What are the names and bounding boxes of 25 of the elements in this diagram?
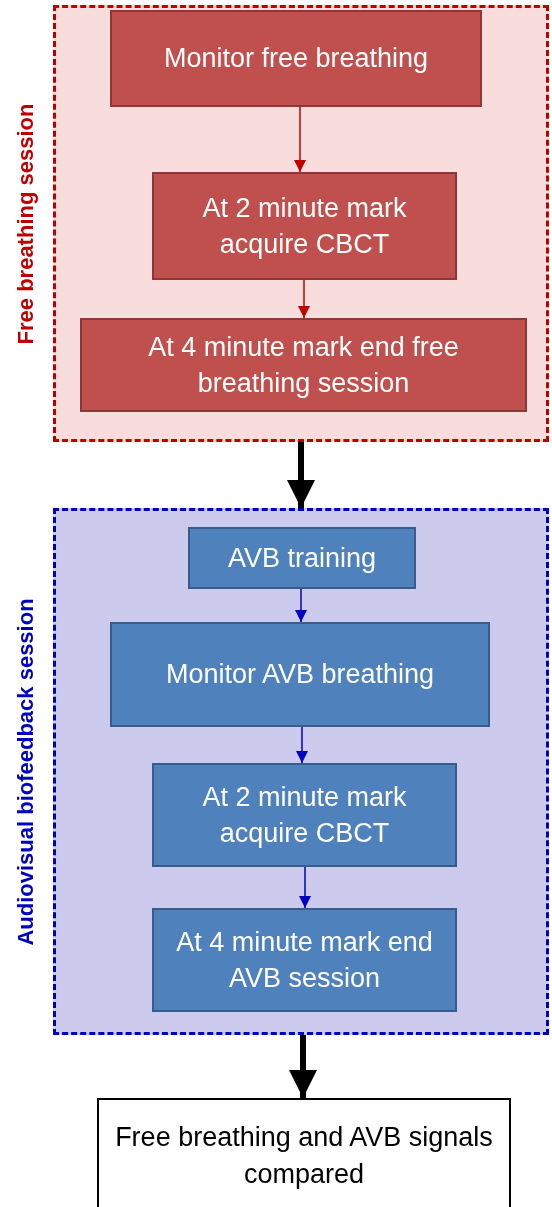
step-text: Free breathing and AVB signals compared [114, 1121, 494, 1191]
arrow [289, 1035, 317, 1098]
step-text: AVB training [226, 541, 378, 575]
process-box [152, 172, 457, 280]
process-box [80, 318, 527, 412]
process-box [110, 10, 482, 107]
arrow [299, 866, 311, 909]
arrow [295, 588, 307, 623]
process-box [188, 527, 416, 589]
step-text: Monitor free breathing [162, 42, 430, 76]
arrow [294, 106, 306, 173]
arrow [287, 442, 315, 508]
arrow [298, 279, 310, 319]
arrow [296, 726, 308, 764]
step-text: At 4 minute mark end free breathing session [147, 330, 460, 400]
step-text: At 2 minute mark acquire CBCT [201, 191, 408, 261]
panel-title: Free breathing session [13, 103, 39, 344]
process-box [152, 763, 457, 867]
step-text: At 4 minute mark end AVB session [175, 925, 434, 995]
step-text: Monitor AVB breathing [164, 658, 436, 692]
process-box [152, 908, 457, 1012]
panel-title: Audiovisual biofeedback session [13, 597, 39, 946]
step-text: At 2 minute mark acquire CBCT [201, 780, 408, 850]
process-box [110, 622, 490, 727]
result-box [97, 1098, 511, 1207]
